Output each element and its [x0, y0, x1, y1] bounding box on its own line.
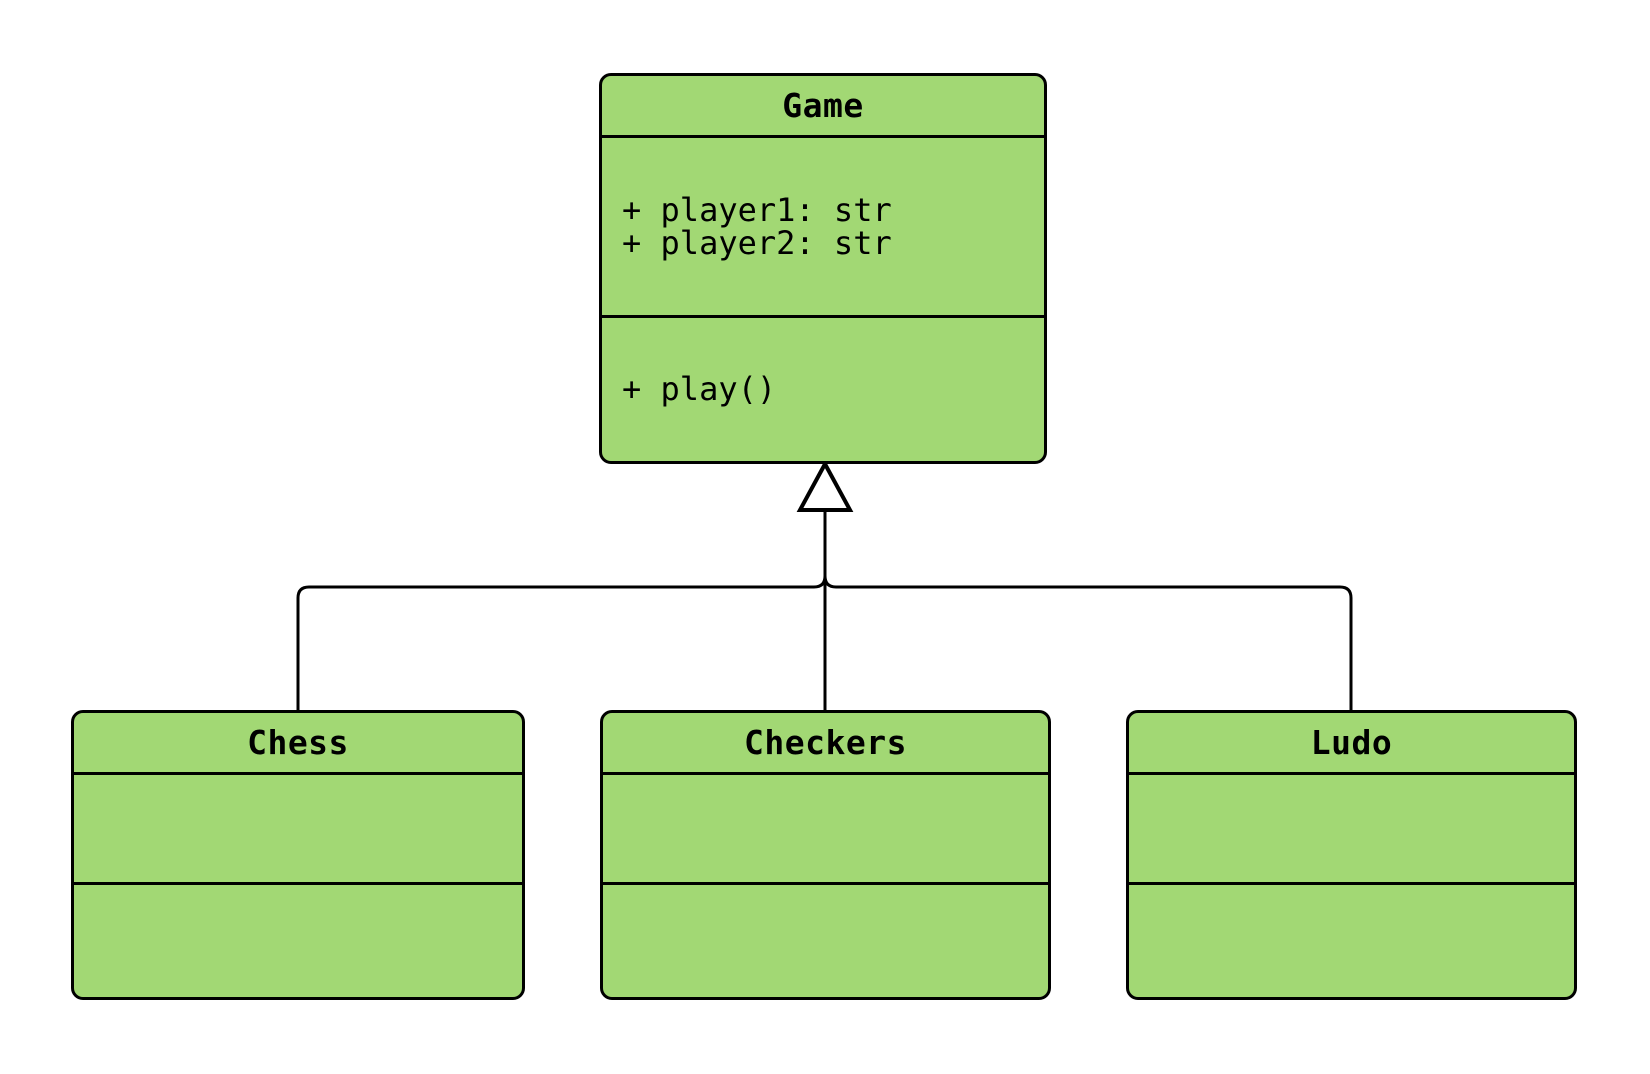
class-attributes-chess: [74, 775, 522, 885]
attribute-player1: + player1: str: [622, 190, 892, 229]
class-attributes-game: + player1: str + player2: str: [602, 138, 1044, 318]
class-box-checkers: Checkers: [600, 710, 1051, 1000]
edge-ludo-to-game: [823, 510, 1353, 711]
class-box-chess: Chess: [71, 710, 525, 1000]
class-title-chess: Chess: [74, 713, 522, 775]
class-methods-ludo: [1129, 885, 1574, 997]
inheritance-arrowhead-icon: [796, 459, 854, 512]
attribute-player2: + player2: str: [622, 223, 892, 262]
class-box-ludo: Ludo: [1126, 710, 1577, 1000]
class-methods-game: + play(): [602, 318, 1044, 461]
class-methods-checkers: [603, 885, 1048, 997]
edge-chess-to-game: [296, 510, 827, 711]
class-title-game: Game: [602, 76, 1044, 138]
class-attributes-ludo: [1129, 775, 1574, 885]
class-attributes-checkers: [603, 775, 1048, 885]
method-play: + play(): [622, 370, 777, 408]
class-title-checkers: Checkers: [603, 713, 1048, 775]
class-box-game: Game + player1: str + player2: str + pla…: [599, 73, 1047, 464]
class-methods-chess: [74, 885, 522, 997]
class-title-ludo: Ludo: [1129, 713, 1574, 775]
